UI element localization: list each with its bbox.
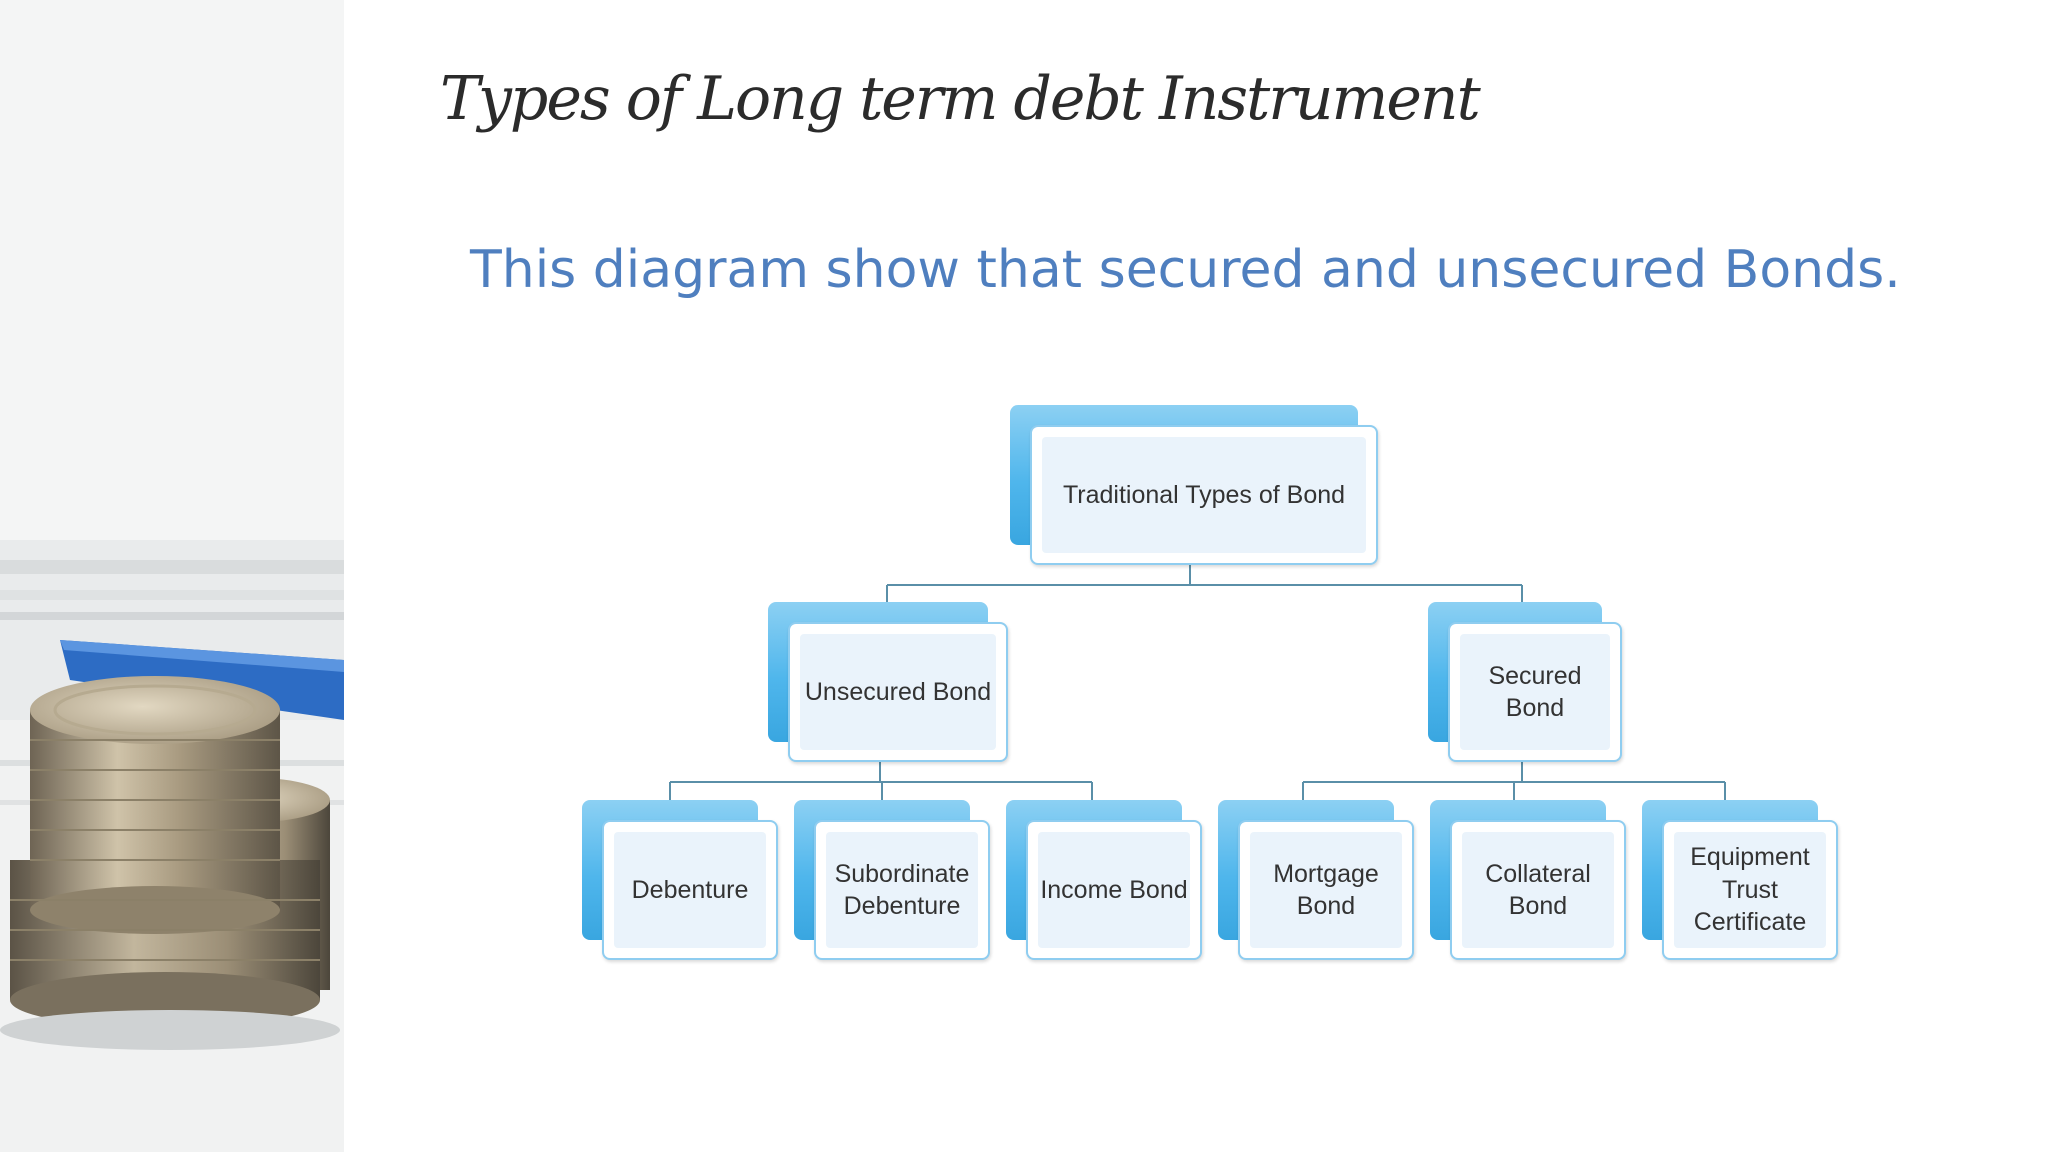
- node-income-bond-label: Income Bond: [1040, 875, 1188, 904]
- slide-title: Types of Long term debt Instrument: [440, 64, 1481, 134]
- bond-hierarchy-diagram: Traditional Types of Bond Unsecured Bond…: [560, 390, 1960, 1010]
- coins-photo: [0, 0, 344, 1152]
- node-secured-bond: Secured Bond: [1428, 602, 1622, 762]
- node-subordinate-debenture-label: Subordinate Debenture: [834, 859, 970, 921]
- node-unsecured-bond: Unsecured Bond: [768, 602, 1008, 762]
- node-mortgage-bond-label: Mortgage Bond: [1273, 859, 1379, 921]
- node-collateral-bond: Collateral Bond: [1430, 800, 1626, 960]
- node-subordinate-debenture: Subordinate Debenture: [794, 800, 990, 960]
- node-root: Traditional Types of Bond: [1010, 405, 1378, 565]
- node-debenture: Debenture: [582, 800, 778, 960]
- node-unsecured-bond-label: Unsecured Bond: [804, 677, 992, 706]
- node-collateral-bond-label: Collateral Bond: [1485, 859, 1591, 921]
- node-income-bond: Income Bond: [1006, 800, 1202, 960]
- node-mortgage-bond: Mortgage Bond: [1218, 800, 1414, 960]
- connector-lines: [669, 565, 1726, 802]
- slide-subtitle: This diagram show that secured and unsec…: [470, 240, 1901, 300]
- node-equipment-trust-certificate: Equipment Trust Certificate: [1642, 800, 1838, 960]
- node-debenture-label: Debenture: [631, 875, 749, 904]
- node-equipment-trust-certificate-label: Equipment Trust Certificate: [1690, 843, 1810, 937]
- node-root-label: Traditional Types of Bond: [1062, 480, 1346, 509]
- node-secured-bond-label: Secured Bond: [1488, 661, 1582, 723]
